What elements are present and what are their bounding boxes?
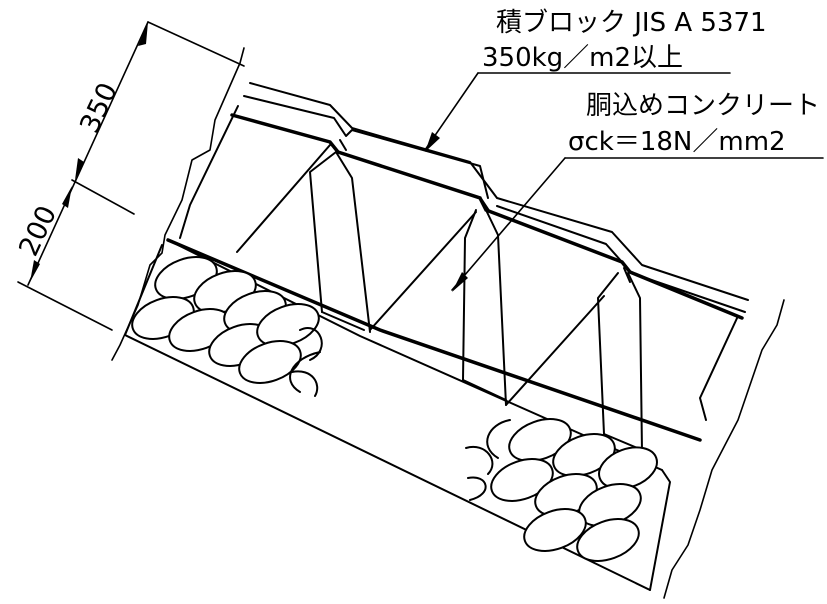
- block-bottom-line: [166, 238, 702, 442]
- right-break-line: [663, 299, 785, 599]
- block-front-face-line: [230, 113, 744, 320]
- block-top-face: [230, 82, 749, 320]
- gravel-cluster-right: [465, 418, 658, 562]
- foundation-right-edge: [649, 469, 671, 591]
- block-top-inner-line: [243, 95, 746, 313]
- gravel-cluster-left: [131, 256, 323, 397]
- leader-fill-arrow: [452, 272, 468, 292]
- block-partial-web-right: [699, 315, 739, 421]
- block-web-3: [597, 272, 643, 453]
- dim-label-upper: 350: [74, 78, 124, 138]
- dim-label-lower: 200: [13, 201, 63, 261]
- label-fill-strength: σck＝18N／mm2: [568, 127, 786, 157]
- dim-extension-bottom: [17, 281, 113, 331]
- block-web-1: [309, 151, 371, 333]
- block-web-2: [462, 209, 507, 406]
- annotations: 積ブロック JIS A 5371 350kg／m2以上 胴込めコンクリート σc…: [13, 8, 820, 261]
- block-webs: [179, 105, 739, 453]
- dimension-lines: [17, 21, 245, 331]
- dim-arrow-mid-down: [62, 186, 72, 208]
- block-web-diagonals: [236, 144, 643, 451]
- dim-arrow-bottom: [30, 260, 40, 282]
- label-block-name: 積ブロック JIS A 5371: [496, 8, 767, 38]
- dim-extension-mid: [71, 179, 135, 215]
- dim-arrow-mid-up: [75, 158, 84, 180]
- leader-block-arrow: [425, 132, 440, 152]
- foundation-left-edge: [124, 244, 163, 336]
- leader-fill: [451, 157, 566, 291]
- label-block-weight: 350kg／m2以上: [482, 43, 683, 73]
- dim-extension-top: [147, 21, 245, 67]
- leader-lines: [424, 72, 824, 292]
- label-fill-name: 胴込めコンクリート: [586, 91, 820, 121]
- dim-line-main: [27, 21, 149, 286]
- dim-arrow-top: [138, 22, 148, 46]
- block-partial-web-left: [179, 105, 239, 239]
